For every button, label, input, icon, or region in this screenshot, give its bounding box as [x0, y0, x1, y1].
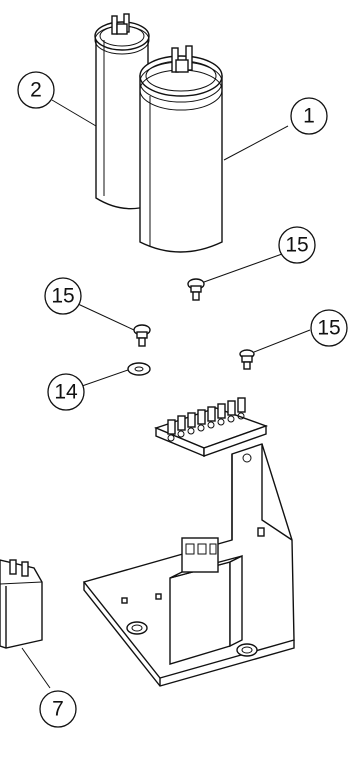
callout-2-label: 2	[30, 79, 42, 102]
callout-14-label: 14	[54, 381, 78, 404]
terminal-block	[154, 397, 269, 458]
callout-7: 7	[39, 690, 77, 728]
callout-7-label: 7	[52, 698, 64, 721]
callout-15-top: 15	[278, 226, 316, 264]
callout-15-top-label: 15	[285, 234, 308, 257]
capacitor-part-1	[139, 45, 223, 253]
capacitor-part-2	[94, 13, 150, 210]
screw-part-15-left	[133, 324, 151, 347]
callout-15-right-label: 15	[317, 317, 340, 340]
screw-part-15-right	[239, 349, 255, 370]
callout-1: 1	[290, 97, 328, 135]
callout-15-left: 15	[44, 277, 82, 315]
callout-15-right: 15	[310, 309, 348, 347]
mounting-bracket	[82, 443, 295, 687]
screw-part-15-top	[187, 278, 205, 301]
callout-15-left-label: 15	[51, 285, 74, 308]
relay-part-7	[0, 559, 43, 649]
callout-14: 14	[47, 373, 85, 411]
leader-lines	[21, 99, 311, 689]
callout-1-label: 1	[303, 105, 315, 128]
washer-part-14	[127, 362, 151, 376]
callout-2: 2	[17, 71, 55, 109]
